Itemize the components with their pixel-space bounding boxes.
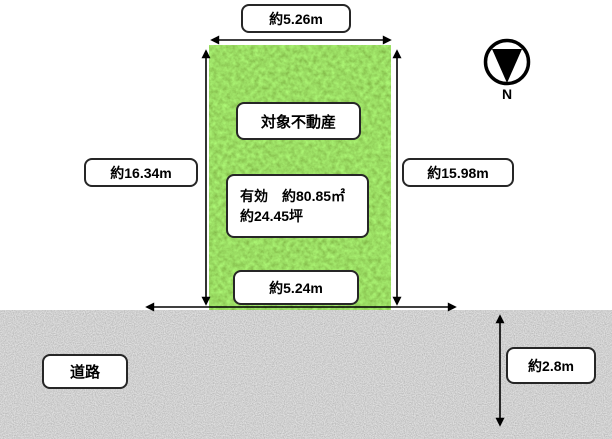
area-line1: 有効 約80.85㎡ — [240, 187, 346, 204]
frontage-width-label: 約5.24m — [233, 270, 359, 305]
area-label: 有効 約80.85㎡ 約24.45坪 — [226, 174, 369, 238]
top-width-label: 約5.26m — [241, 4, 351, 33]
road-width-label: 約2.8m — [506, 347, 596, 384]
area-line2: 約24.45坪 — [240, 208, 304, 224]
right-height-label: 約15.98m — [402, 158, 514, 187]
north-compass-icon — [483, 38, 531, 86]
left-height-label: 約16.34m — [84, 158, 198, 187]
property-tag-label: 対象不動産 — [236, 102, 361, 140]
compass-n-label: N — [501, 86, 513, 102]
road-label: 道路 — [42, 354, 128, 389]
